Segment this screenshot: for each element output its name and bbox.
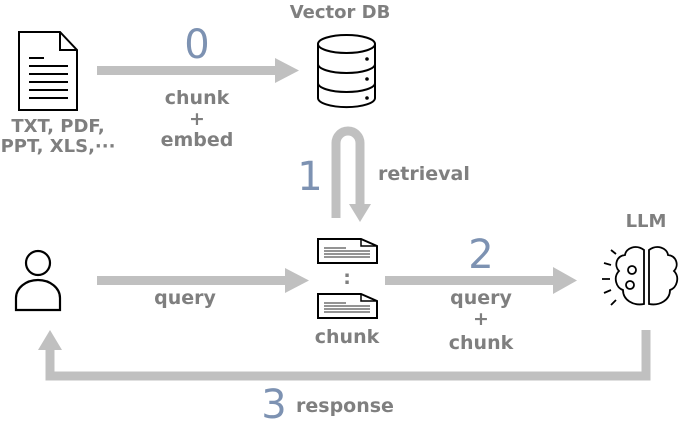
step-2-label-line2: +: [473, 308, 489, 330]
chunk-separator: :: [343, 267, 351, 289]
arrow-step-3: [38, 330, 651, 381]
arrow-step-1: [331, 126, 371, 222]
step-2-label-line3: chunk: [449, 332, 514, 354]
documents-label-line2: PPT, XLS,···: [1, 136, 116, 157]
document-icon: [18, 31, 78, 111]
document-chunk-icon: [317, 293, 378, 319]
step-0-label-line3: embed: [161, 129, 234, 151]
chunk-label: chunk: [315, 326, 380, 348]
llm-title: LLM: [626, 211, 667, 232]
step-2-number: 2: [468, 232, 493, 278]
documents-label-line1: TXT, PDF,: [11, 116, 104, 137]
step-1-number: 1: [297, 154, 322, 200]
person-icon: [14, 249, 62, 312]
database-icon: [317, 34, 376, 109]
step-2-label-line1: query: [450, 287, 512, 309]
document-chunk-icon: [317, 238, 378, 264]
step-1-label: retrieval: [378, 163, 470, 185]
step-3-label: response: [296, 395, 394, 417]
arrow-step-0: [97, 58, 299, 83]
brain-icon: [602, 246, 679, 306]
vector-db-title: Vector DB: [290, 2, 391, 23]
arrow-query: [97, 268, 309, 293]
step-0-number: 0: [184, 22, 209, 68]
step-3-number: 3: [261, 382, 286, 422]
step-0-label-line1: chunk: [165, 87, 230, 109]
arrow-step-2: [385, 267, 577, 294]
step-0-label-line2: +: [189, 108, 205, 130]
query-label: query: [154, 287, 216, 309]
